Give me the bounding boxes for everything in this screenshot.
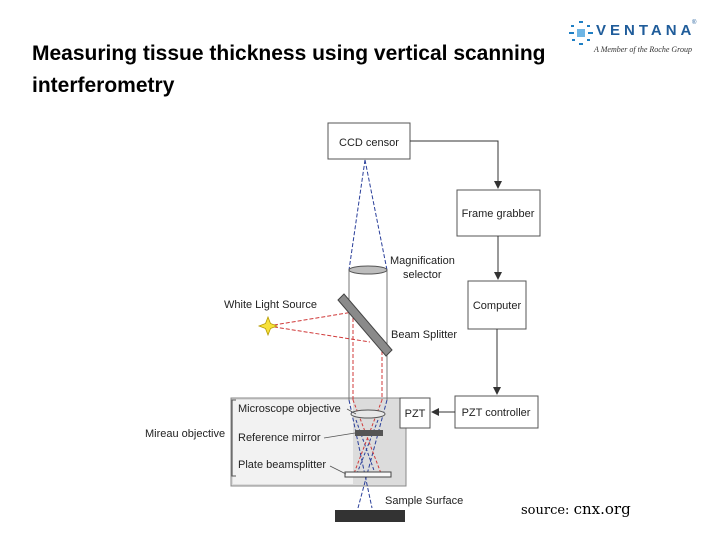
pzt-controller-box <box>454 395 539 429</box>
white-light-source-star <box>257 315 279 337</box>
plate-beamsplitter-label: Plate beamsplitter <box>238 459 326 471</box>
computer-box <box>467 280 527 330</box>
source-domain: cnx.org <box>573 500 631 518</box>
slide-title: Measuring tissue thickness using vertica… <box>32 42 546 97</box>
magnification-selector-label-1: Magnification <box>390 255 455 267</box>
logo-trademark: ® <box>692 20 697 26</box>
red-ray <box>267 311 354 327</box>
red-ray <box>267 325 371 343</box>
white-light-source-label: White Light Source <box>224 299 317 311</box>
magnification-selector-label-2: selector <box>403 269 442 281</box>
mireau-label-panel <box>233 400 353 484</box>
pzt-box <box>399 397 431 429</box>
reference-mirror-label: Reference mirror <box>238 432 321 444</box>
pzt-controller-label: PZT controller <box>462 407 531 419</box>
blue-ray <box>348 399 373 509</box>
blue-ray <box>357 399 388 509</box>
objective-lens <box>350 409 386 419</box>
blue-ray <box>348 159 366 271</box>
plate-beamsplitter-element <box>344 471 392 478</box>
sample-surface-label: Sample Surface <box>385 495 463 507</box>
sample-surface-block <box>335 510 405 522</box>
beam-splitter-label: Beam Splitter <box>391 329 457 341</box>
ccd-to-frame-grabber-arrow <box>410 140 502 189</box>
leader-line <box>329 465 347 475</box>
mireau-bracket <box>231 399 236 477</box>
ventana-logo: VENTANA ® A Member of the Roche Group <box>566 18 706 60</box>
source-credit: source: cnx.org <box>521 500 631 518</box>
magnification-lens <box>348 265 388 275</box>
frame-grabber-box <box>456 189 541 237</box>
mireau-objective-label: Mireau objective <box>145 428 225 440</box>
leader-line <box>323 432 356 439</box>
beam-splitter-plate <box>337 293 393 357</box>
ventana-logo-icon <box>569 21 593 45</box>
red-ray <box>352 399 383 477</box>
blue-ray <box>355 419 379 477</box>
microscope-objective-label: Microscope objective <box>238 403 341 415</box>
ccd-sensor-label: CCD censor <box>339 137 399 149</box>
reference-mirror-element <box>355 430 383 436</box>
blue-ray <box>364 159 388 271</box>
logo-wordmark: VENTANA <box>596 22 696 39</box>
computer-label: Computer <box>473 300 522 312</box>
frame-grabber-label: Frame grabber <box>462 208 535 220</box>
logo-tagline: A Member of the Roche Group <box>594 45 692 54</box>
pzt-label: PZT <box>405 408 426 420</box>
source-prefix: source: <box>521 503 570 518</box>
leader-line <box>346 408 357 415</box>
